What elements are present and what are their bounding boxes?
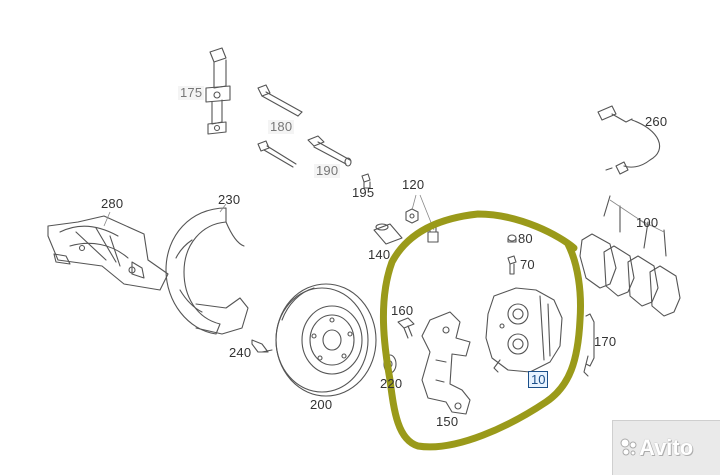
avito-watermark: Avito <box>612 420 720 475</box>
label-70[interactable]: 70 <box>520 257 535 272</box>
bolt-180-part <box>257 84 303 117</box>
label-180[interactable]: 180 <box>268 119 295 134</box>
label-100[interactable]: 100 <box>636 215 659 230</box>
avito-logo-icon <box>620 438 637 456</box>
label-120[interactable]: 120 <box>402 177 425 192</box>
label-175[interactable]: 175 <box>178 85 205 100</box>
sensor-260-part <box>597 105 661 175</box>
sleeve-140-part <box>373 223 403 245</box>
leader-lines <box>103 194 665 233</box>
bleed-screw-70-part <box>507 255 517 275</box>
cap-80-part <box>507 234 517 243</box>
label-260[interactable]: 260 <box>645 114 668 129</box>
label-195[interactable]: 195 <box>352 185 375 200</box>
label-190[interactable]: 190 <box>314 163 341 178</box>
avito-watermark-text: Avito <box>639 435 694 460</box>
bracket-175-part <box>205 47 231 135</box>
shield-280-part <box>47 215 169 291</box>
cap-195-part <box>361 173 371 189</box>
bolt-240-part <box>251 339 273 353</box>
label-80[interactable]: 80 <box>518 231 533 246</box>
label-10-selected[interactable]: 10 <box>528 371 549 388</box>
label-140[interactable]: 140 <box>368 247 391 262</box>
label-280[interactable]: 280 <box>101 196 124 211</box>
label-170[interactable]: 170 <box>594 334 617 349</box>
label-200[interactable]: 200 <box>310 397 333 412</box>
label-160[interactable]: 160 <box>391 303 414 318</box>
disc-200-part <box>275 283 377 397</box>
pin-190-part <box>257 140 297 168</box>
nut-120-part <box>405 208 419 224</box>
sleeve-190-part <box>307 135 352 167</box>
bolt-160-part <box>397 317 415 339</box>
clip-170-part <box>583 313 595 377</box>
pads-100-part <box>579 195 681 317</box>
label-230[interactable]: 230 <box>218 192 241 207</box>
caliper-10-part <box>485 287 563 373</box>
highlight-circle <box>379 210 584 451</box>
cover-230-part <box>165 207 249 335</box>
label-220[interactable]: 220 <box>380 376 403 391</box>
label-240[interactable]: 240 <box>229 345 252 360</box>
label-150[interactable]: 150 <box>436 414 459 429</box>
carrier-150-part <box>421 311 471 415</box>
